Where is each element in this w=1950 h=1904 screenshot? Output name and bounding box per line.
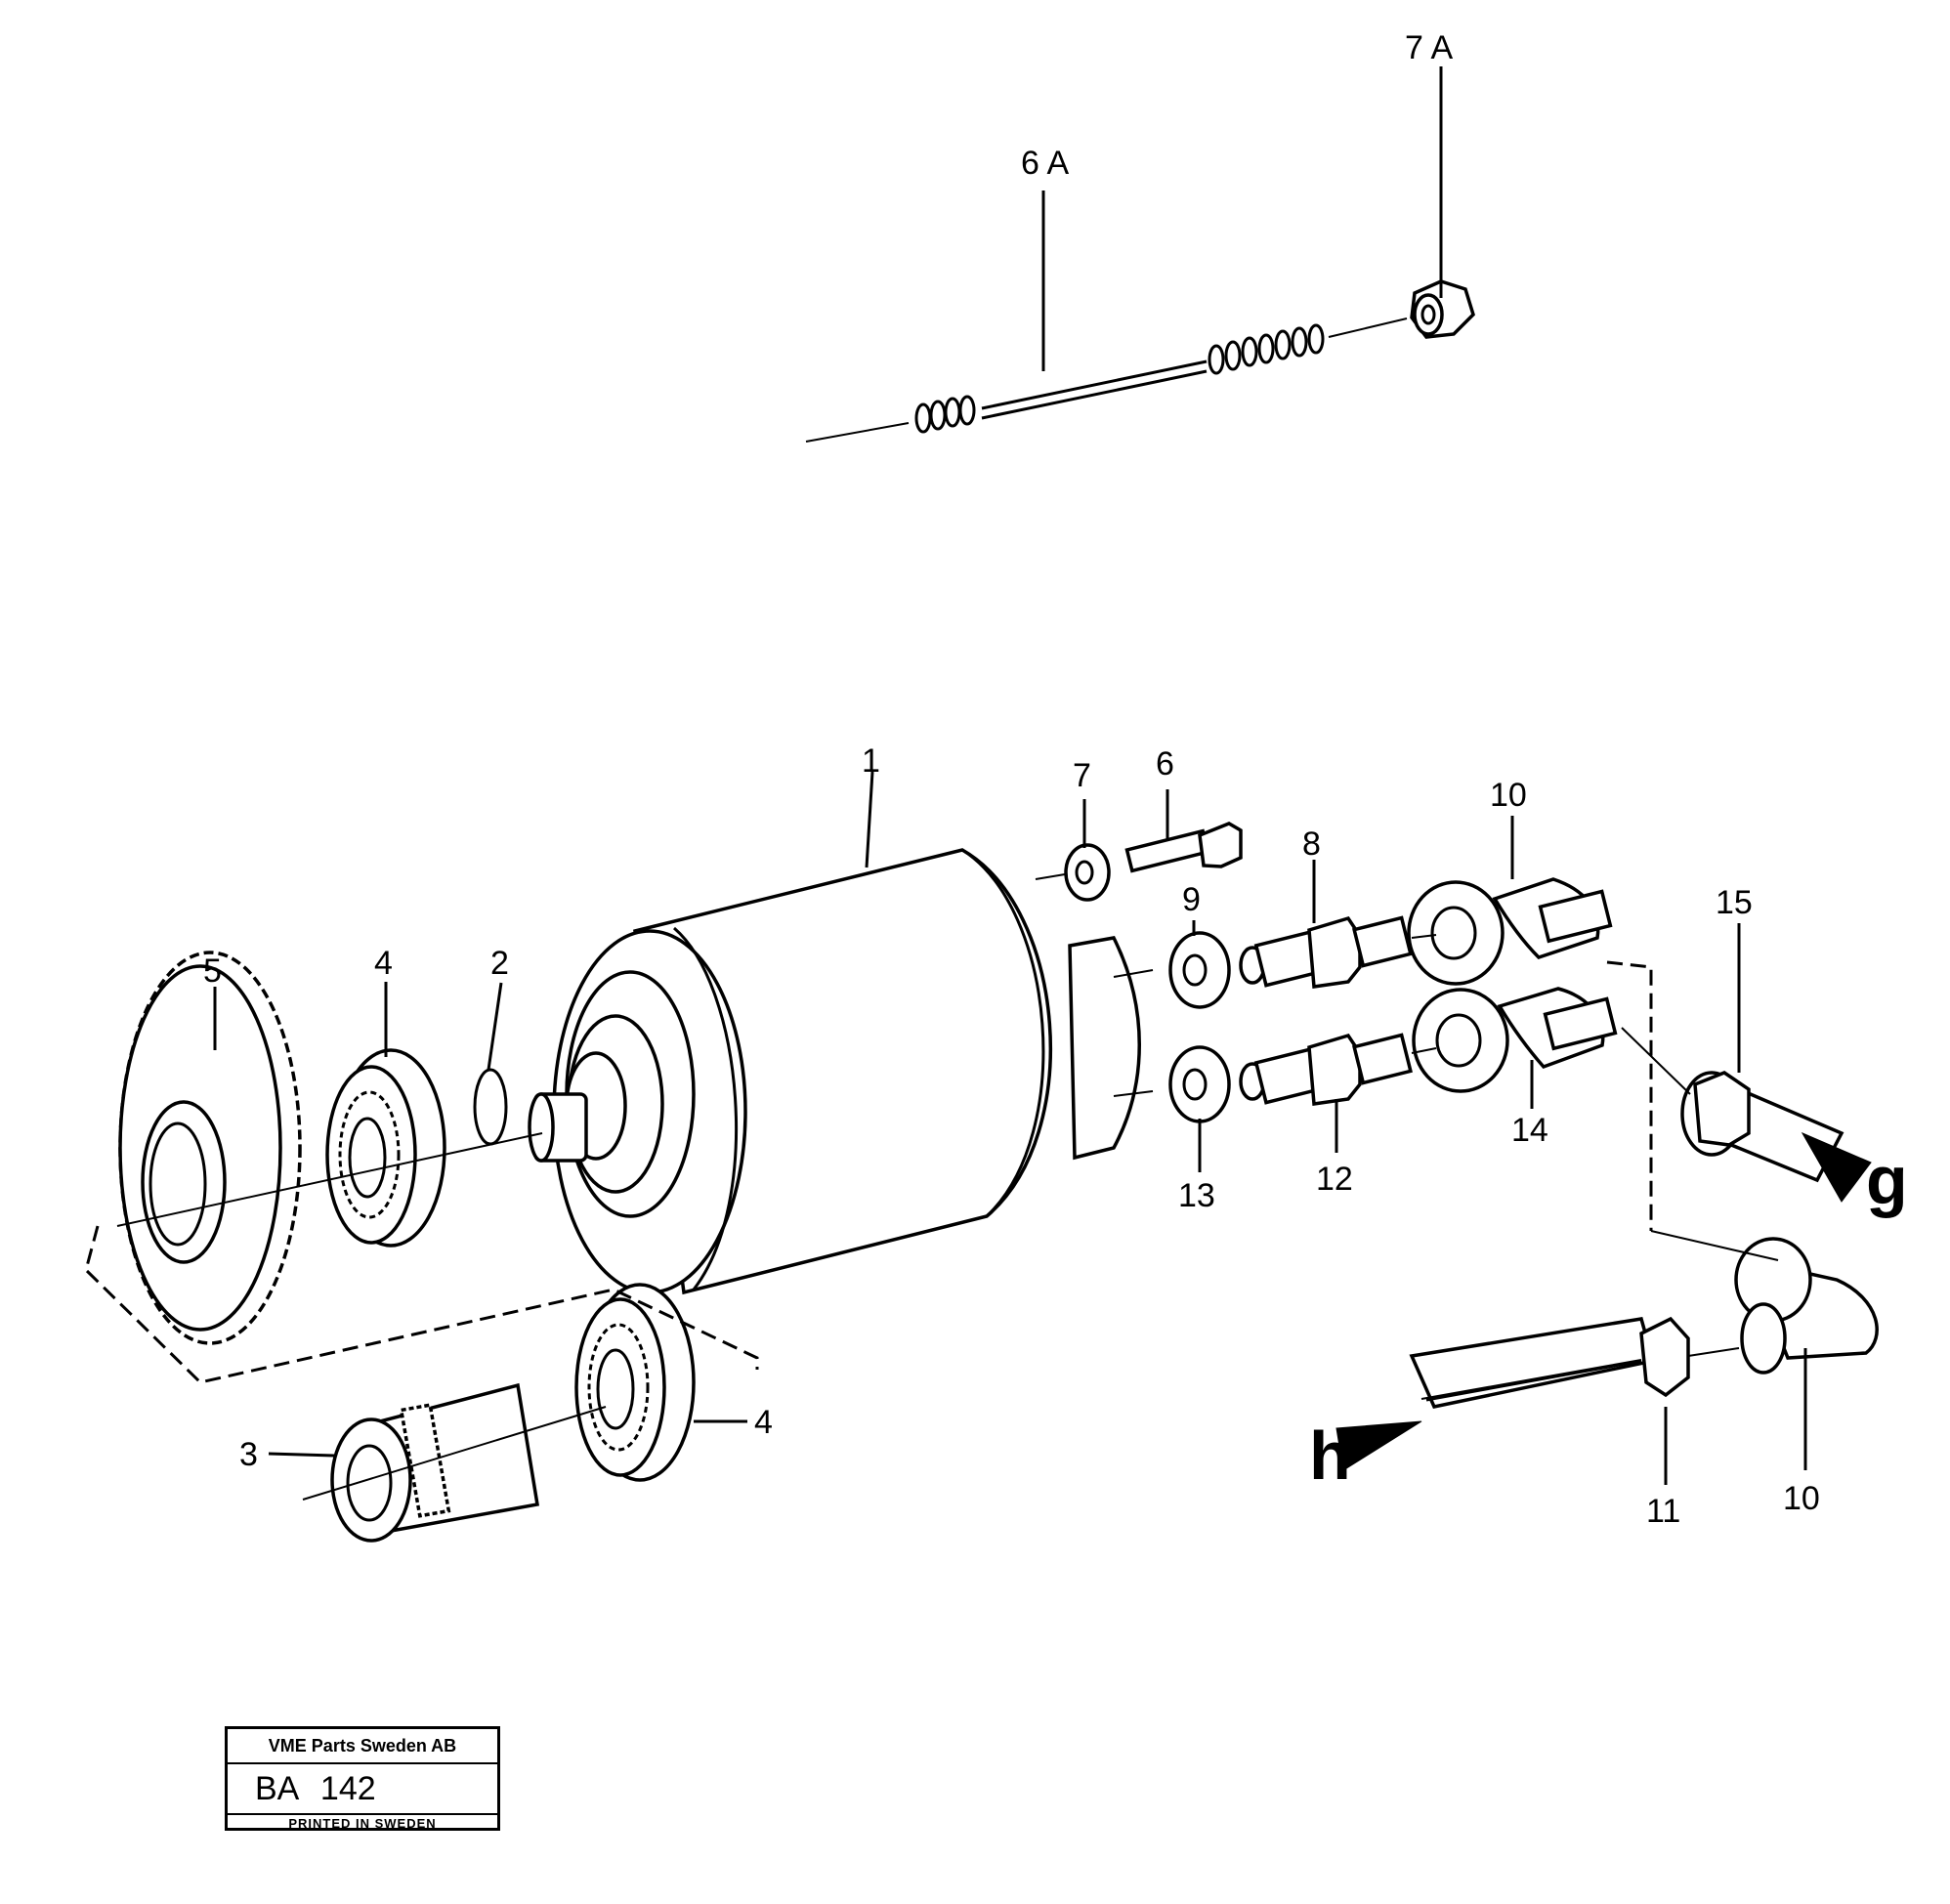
title-block-printed: PRINTED IN SWEDEN bbox=[288, 1816, 437, 1831]
adapter-8 bbox=[1239, 915, 1413, 989]
rod-assembly-6a bbox=[805, 279, 1475, 443]
label-8: 8 bbox=[1302, 825, 1321, 863]
arrow-letter-h: h bbox=[1309, 1417, 1351, 1494]
dashed-group-bracket bbox=[84, 960, 1653, 1384]
washer-13 bbox=[1168, 1045, 1231, 1123]
label-1: 1 bbox=[862, 742, 880, 780]
nut-7a bbox=[1410, 279, 1475, 339]
label-13: 13 bbox=[1178, 1177, 1215, 1214]
title-block-number: BA 142 bbox=[228, 1764, 497, 1815]
title-block-company: VME Parts Sweden AB bbox=[228, 1729, 497, 1764]
label-6a: 6 A bbox=[1021, 145, 1069, 182]
label-2: 2 bbox=[490, 945, 509, 982]
label-14: 14 bbox=[1511, 1112, 1548, 1149]
label-7a: 7 A bbox=[1405, 29, 1453, 66]
bearing-4-upper bbox=[325, 1048, 446, 1248]
elbow-10-lower bbox=[1734, 1237, 1879, 1375]
label-10-upper: 10 bbox=[1490, 777, 1527, 814]
label-4-upper: 4 bbox=[374, 945, 393, 982]
label-15: 15 bbox=[1716, 884, 1753, 921]
label-11: 11 bbox=[1646, 1493, 1680, 1530]
sleeve-3 bbox=[330, 1382, 540, 1543]
direction-arrow-h: h bbox=[1309, 1417, 1422, 1494]
spring-left bbox=[914, 395, 976, 434]
nut-15 bbox=[1680, 1071, 1844, 1183]
title-block: VME Parts Sweden AB BA 142 PRINTED IN SW… bbox=[225, 1726, 500, 1831]
circlip-2 bbox=[473, 1068, 508, 1146]
motor-body-1 bbox=[528, 848, 1141, 1295]
washer-9 bbox=[1168, 931, 1231, 1009]
arrow-letter-g: g bbox=[1866, 1142, 1908, 1218]
leader-lines bbox=[213, 66, 1807, 1485]
label-3: 3 bbox=[239, 1436, 258, 1473]
gear-5 bbox=[118, 951, 302, 1345]
elbow-10-upper bbox=[1407, 877, 1613, 986]
label-10-lower: 10 bbox=[1783, 1480, 1820, 1517]
spring-right bbox=[1208, 323, 1325, 375]
label-4-lower: 4 bbox=[754, 1404, 773, 1441]
label-6: 6 bbox=[1156, 745, 1174, 783]
callout-labels: 6 A 7 A 1 7 6 8 9 10 15 5 4 2 3 4 13 12 … bbox=[203, 29, 1820, 1530]
adapter-12 bbox=[1239, 1033, 1413, 1106]
direction-arrow-g: g bbox=[1801, 1131, 1908, 1218]
label-12: 12 bbox=[1316, 1161, 1353, 1198]
label-9: 9 bbox=[1182, 881, 1201, 918]
axis-lines bbox=[116, 873, 1779, 1501]
bearing-4-lower bbox=[574, 1283, 696, 1482]
label-7: 7 bbox=[1073, 757, 1091, 794]
screw-6 bbox=[1124, 822, 1243, 873]
nut-11 bbox=[1409, 1316, 1690, 1410]
label-5: 5 bbox=[203, 952, 222, 990]
elbow-14 bbox=[1412, 987, 1618, 1093]
washer-7 bbox=[1064, 843, 1111, 902]
